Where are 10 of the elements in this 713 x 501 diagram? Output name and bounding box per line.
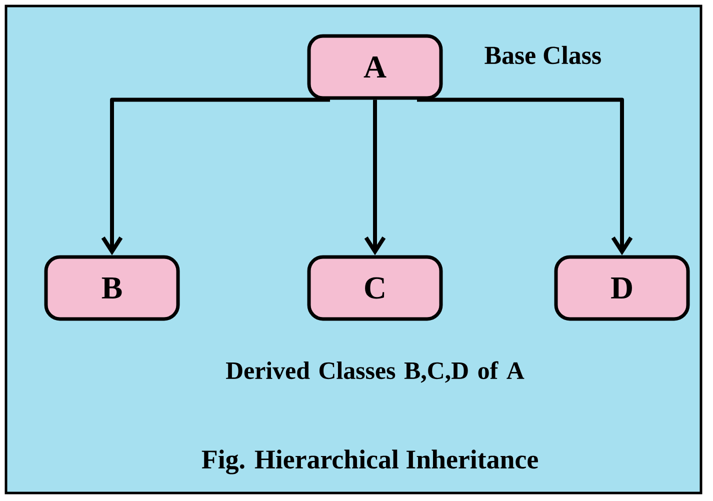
arrow: [417, 98, 633, 256]
class-box: A: [307, 34, 443, 100]
class-box: C: [307, 255, 443, 321]
class-box: D: [554, 255, 690, 321]
node-caption: Base Class: [484, 46, 601, 64]
arrow: [101, 98, 330, 256]
figure-caption: Fig. Hierarchical Inheritance: [202, 450, 538, 474]
note-text: Derived Classes B,C,D of A: [226, 361, 524, 383]
arrow: [364, 100, 386, 256]
class-box: B: [44, 255, 180, 321]
